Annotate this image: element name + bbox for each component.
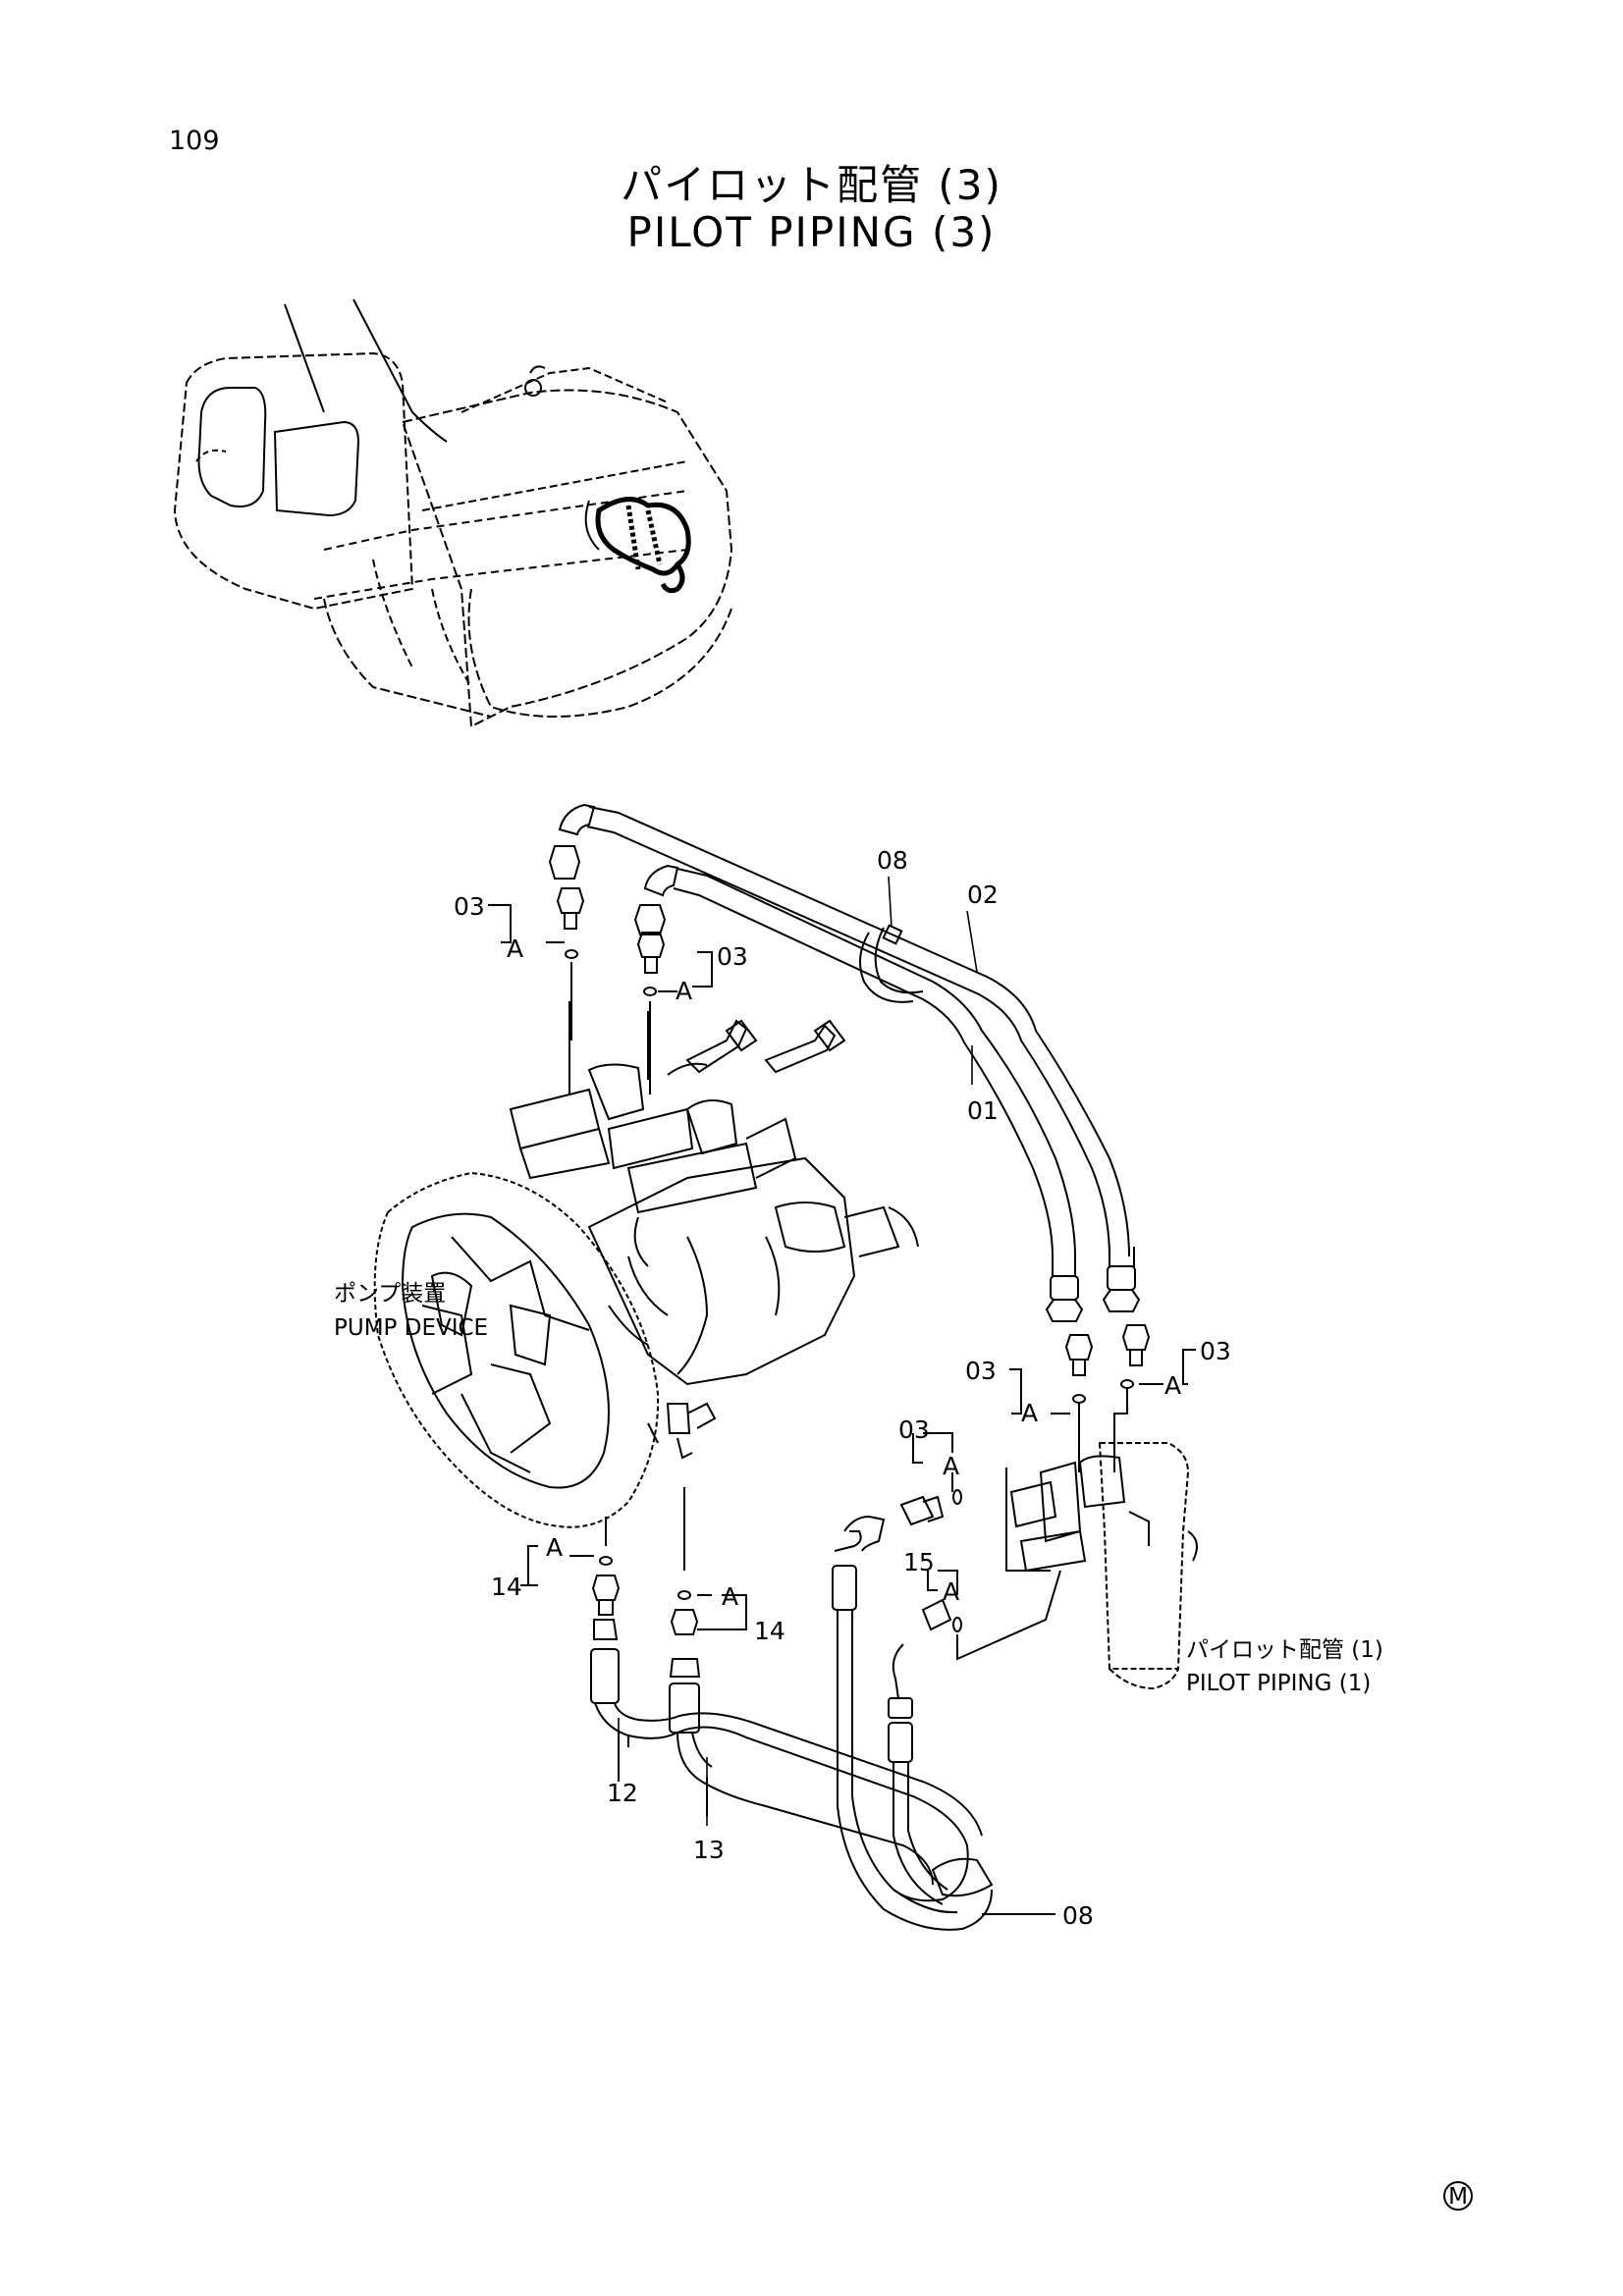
callout-03-a: 03 <box>454 892 485 921</box>
pilot-piping-ref-en: PILOT PIPING (1) <box>1186 1671 1371 1696</box>
callout-03-e: 03 <box>898 1415 930 1444</box>
callout-14-b: 14 <box>754 1617 785 1645</box>
callout-03-c: 03 <box>965 1357 997 1385</box>
detail-mark-a2: A <box>676 977 692 1005</box>
corner-mark-circle <box>1443 2181 1473 2211</box>
page-number: 109 <box>169 126 220 156</box>
pump-device-illustration <box>373 1001 919 1528</box>
detail-mark-a8: A <box>722 1582 738 1611</box>
callout-leaders <box>618 876 978 1826</box>
pump-device-label-jp: ポンプ装置 <box>334 1281 446 1307</box>
detail-mark-a7: A <box>546 1533 563 1562</box>
callout-08-bottom: 08 <box>1062 1901 1094 1930</box>
excavator-overview <box>173 298 733 728</box>
fittings-and-leaders <box>488 887 1198 1931</box>
title-english: PILOT PIPING (3) <box>626 208 997 256</box>
corner-mark: M <box>1448 2184 1468 2210</box>
pilot-piping-ref-jp: パイロット配管 (1) <box>1186 1637 1383 1663</box>
callout-13: 13 <box>693 1836 725 1864</box>
detail-mark-a4: A <box>1164 1371 1181 1400</box>
detail-mark-a1: A <box>507 934 523 963</box>
detail-mark-a3: A <box>1021 1399 1038 1427</box>
callout-08-top: 08 <box>877 846 908 875</box>
callout-12: 12 <box>607 1779 638 1807</box>
callout-03-d: 03 <box>1200 1337 1231 1365</box>
callout-14-a: 14 <box>491 1573 522 1601</box>
pump-device-label-en: PUMP DEVICE <box>334 1315 488 1341</box>
callout-02: 02 <box>967 881 999 909</box>
title-japanese: パイロット配管 (3) <box>621 161 1002 209</box>
callout-03-b: 03 <box>717 942 748 971</box>
callout-15: 15 <box>903 1548 935 1576</box>
callout-01: 01 <box>967 1096 999 1125</box>
detail-mark-a6: A <box>943 1577 959 1606</box>
detail-mark-a5: A <box>943 1452 959 1480</box>
